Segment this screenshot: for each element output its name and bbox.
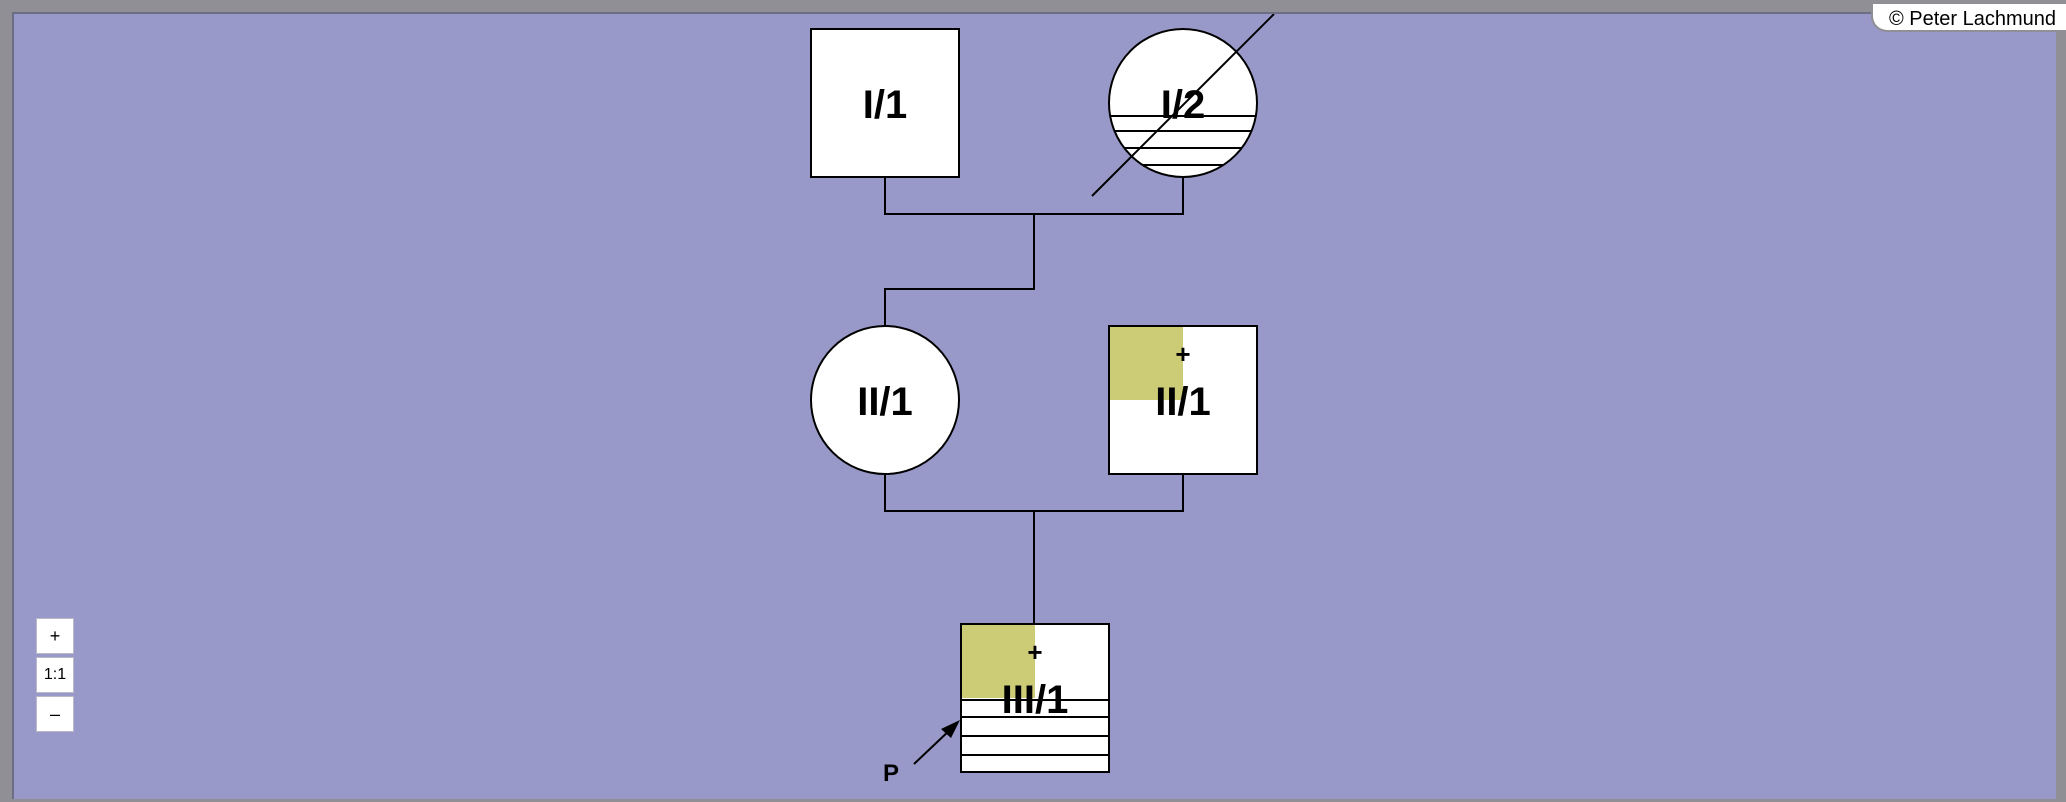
node-label-i1: I/1 [863,83,907,127]
node-label-ii1-male: II/1 [1155,380,1211,424]
pedigree-node-i2[interactable]: I/2 [1091,14,1275,197]
pedigree-node-iii1[interactable]: + III/1 [960,623,1110,773]
stripe-pattern-i2 [1109,115,1257,166]
marker-ii1: + [1175,339,1190,369]
node-label-iii1: III/1 [1002,678,1069,722]
proband-label: P [883,760,899,787]
relationship-lines [884,177,1184,624]
affected-quadrant-iii1 [962,625,1035,698]
affected-quadrant-ii1 [1110,327,1183,400]
couple-line-gen2 [884,475,1184,512]
descent-line-gen1 [884,214,1035,326]
zoom-reset-button[interactable]: 1:1 [36,657,74,693]
node-label-ii1-female: II/1 [857,380,913,424]
marker-iii1: + [1027,637,1042,667]
deceased-slash-i2 [1091,14,1275,197]
stripe-pattern-iii1 [961,699,1109,756]
pedigree-node-ii1-male[interactable]: + II/1 [1108,325,1258,475]
pedigree-diagram: I/1 I/2 [810,14,1275,787]
pedigree-canvas[interactable]: I/1 I/2 [12,12,2056,799]
zoom-out-button[interactable]: – [36,696,74,732]
copyright-label: © Peter Lachmund [1870,2,2066,32]
zoom-in-button[interactable]: + [36,618,74,654]
couple-line-gen1 [884,177,1184,215]
proband-arrow [913,720,960,765]
pedigree-node-i1[interactable]: I/1 [810,28,960,178]
pedigree-node-ii1-female[interactable]: II/1 [810,325,960,475]
